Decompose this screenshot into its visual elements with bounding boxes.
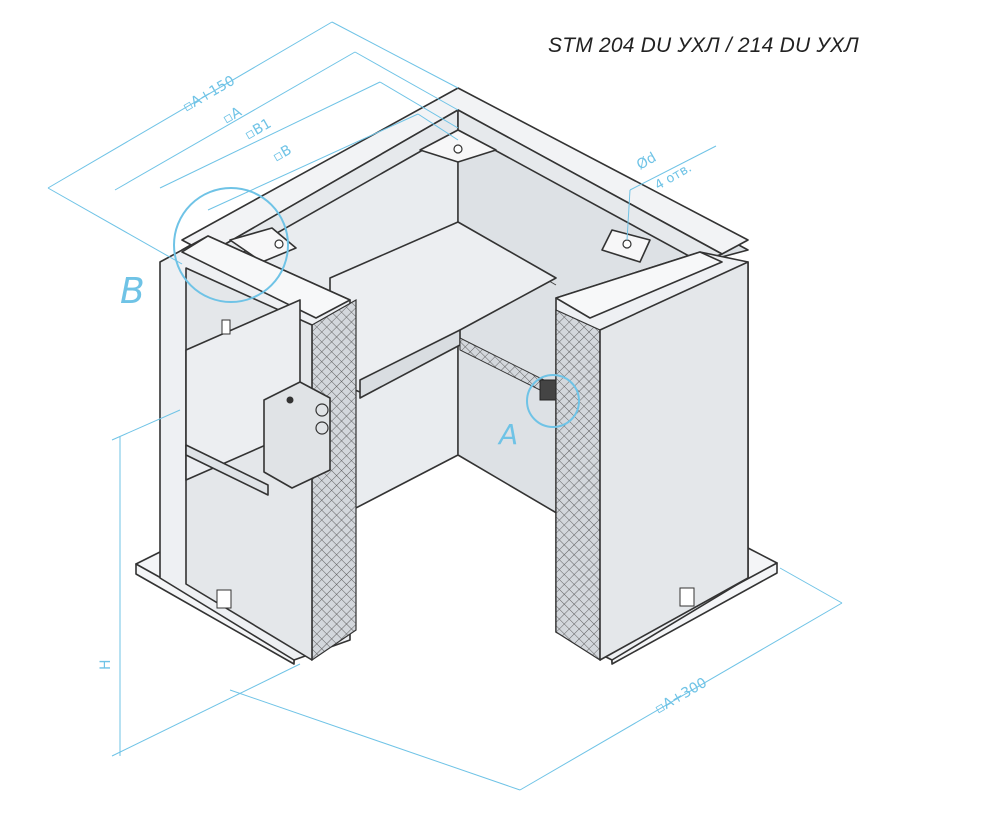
right-column xyxy=(555,251,749,662)
detail-circle-a xyxy=(526,374,580,428)
dimension-line-a-plus-150 xyxy=(47,21,333,189)
label-hole-diameter: Ød xyxy=(634,150,659,174)
label-height: H xyxy=(98,659,114,670)
dimension-line-a-plus-300 xyxy=(229,689,521,791)
dimension-line-b xyxy=(207,113,419,211)
dimension-line-hole xyxy=(629,145,717,191)
detail-circle-b xyxy=(173,187,289,303)
label-b: ▫B xyxy=(270,142,295,165)
label-holes-count: 4 отв. xyxy=(653,161,695,194)
dimension-line-b1 xyxy=(159,81,381,189)
dimension-lines xyxy=(47,21,843,791)
callout-a: A xyxy=(497,418,518,451)
label-a: ▫A xyxy=(220,104,245,128)
dimension-line-a xyxy=(114,51,356,191)
top-rim xyxy=(181,87,749,263)
label-b1: ▫B1 xyxy=(242,116,274,144)
label-a-plus-300: ▫A+300 xyxy=(652,675,710,718)
left-column xyxy=(159,235,357,662)
drawing-title: STM 204 DU УХЛ / 214 DU УХЛ xyxy=(548,34,859,57)
callout-b: B xyxy=(120,271,145,312)
